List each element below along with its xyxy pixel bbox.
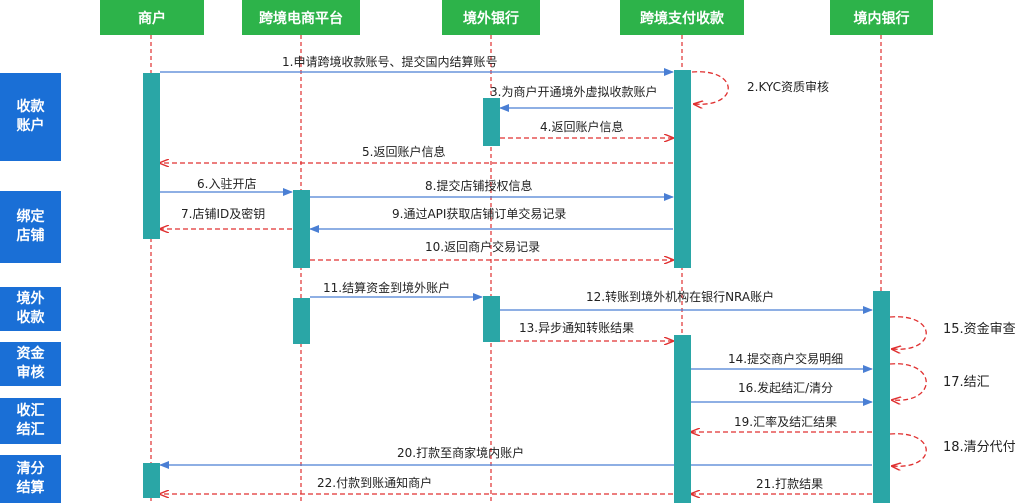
message-label-13: 13.异步通知转账结果	[519, 321, 635, 335]
phase-fx-settlement: 收汇 结汇	[0, 398, 61, 444]
actor-platform: 跨境电商平台	[242, 0, 360, 35]
message-label-8: 8.提交店铺授权信息	[425, 179, 533, 193]
activation-overseas-bank-1	[483, 98, 500, 146]
phase-fund-review: 资金 审核	[0, 342, 61, 386]
phase-label: 收汇 结汇	[16, 403, 45, 438]
self-loop-arrow-15	[889, 316, 927, 350]
message-label-7: 7.店铺ID及密钥	[181, 207, 266, 221]
message-label-11: 11.结算资金到境外账户	[323, 281, 451, 295]
phase-label: 收款 账户	[16, 99, 45, 134]
message-label-9: 9.通过API获取店铺订单交易记录	[392, 207, 567, 221]
message-label-6: 6.入驻开店	[197, 177, 257, 191]
actor-label: 跨境支付收款	[640, 10, 724, 27]
message-label-1: 1.申请跨境收款账号、提交国内结算账号	[282, 55, 498, 69]
message-label-22: 22.付款到账通知商户	[317, 476, 433, 490]
message-label-12: 12.转账到境外机构在银行NRA账户	[586, 290, 775, 304]
activation-merchant-2	[143, 463, 160, 498]
self-loop-arrow-2	[691, 71, 729, 105]
message-label-17: 17.结汇	[943, 375, 990, 390]
activation-overseas-bank-2	[483, 296, 500, 342]
activation-payment-1	[674, 70, 691, 268]
activation-platform-1	[293, 190, 310, 268]
self-loop-arrow-17	[889, 363, 927, 401]
message-label-21: 21.打款结果	[756, 477, 824, 491]
message-label-10: 10.返回商户交易记录	[425, 240, 541, 254]
actor-payment: 跨境支付收款	[620, 0, 744, 35]
actor-label: 境外银行	[463, 10, 519, 27]
actor-label: 境内银行	[853, 10, 910, 27]
message-label-15: 15.资金审查	[943, 322, 1016, 337]
phase-label: 清分 结算	[16, 461, 45, 496]
phase-label: 资金 审核	[16, 346, 45, 381]
phase-overseas-receive: 境外 收款	[0, 287, 61, 331]
phase-label: 绑定 店铺	[16, 209, 45, 244]
actor-label: 跨境电商平台	[259, 10, 343, 27]
message-label-5: 5.返回账户信息	[362, 145, 446, 159]
phase-receive-account: 收款 账户	[0, 73, 61, 161]
activation-payment-2	[674, 335, 691, 503]
activation-domestic-bank	[873, 291, 890, 503]
message-label-4: 4.返回账户信息	[540, 120, 624, 134]
phase-bind-shop: 绑定 店铺	[0, 191, 61, 263]
phase-clearing: 清分 结算	[0, 455, 61, 503]
self-loop-arrow-19	[889, 433, 927, 467]
message-label-2: 2.KYC资质审核	[747, 80, 829, 94]
activation-merchant-1	[143, 73, 160, 239]
message-label-3: 3.为商户开通境外虚拟收款账户	[490, 85, 658, 99]
actor-domestic-bank: 境内银行	[830, 0, 933, 35]
message-label-14: 14.提交商户交易明细	[728, 352, 844, 366]
activation-platform-2	[293, 298, 310, 344]
actor-overseas-bank: 境外银行	[442, 0, 540, 35]
message-label-19: 19.汇率及结汇结果	[734, 415, 838, 429]
message-label-20: 20.打款至商家境内账户	[397, 446, 525, 460]
phase-label: 境外 收款	[16, 291, 45, 326]
actor-merchant: 商户	[100, 0, 204, 35]
message-label-18: 18.清分代付	[943, 440, 1016, 455]
message-label-16: 16.发起结汇/清分	[738, 381, 834, 395]
actor-label: 商户	[138, 10, 166, 27]
